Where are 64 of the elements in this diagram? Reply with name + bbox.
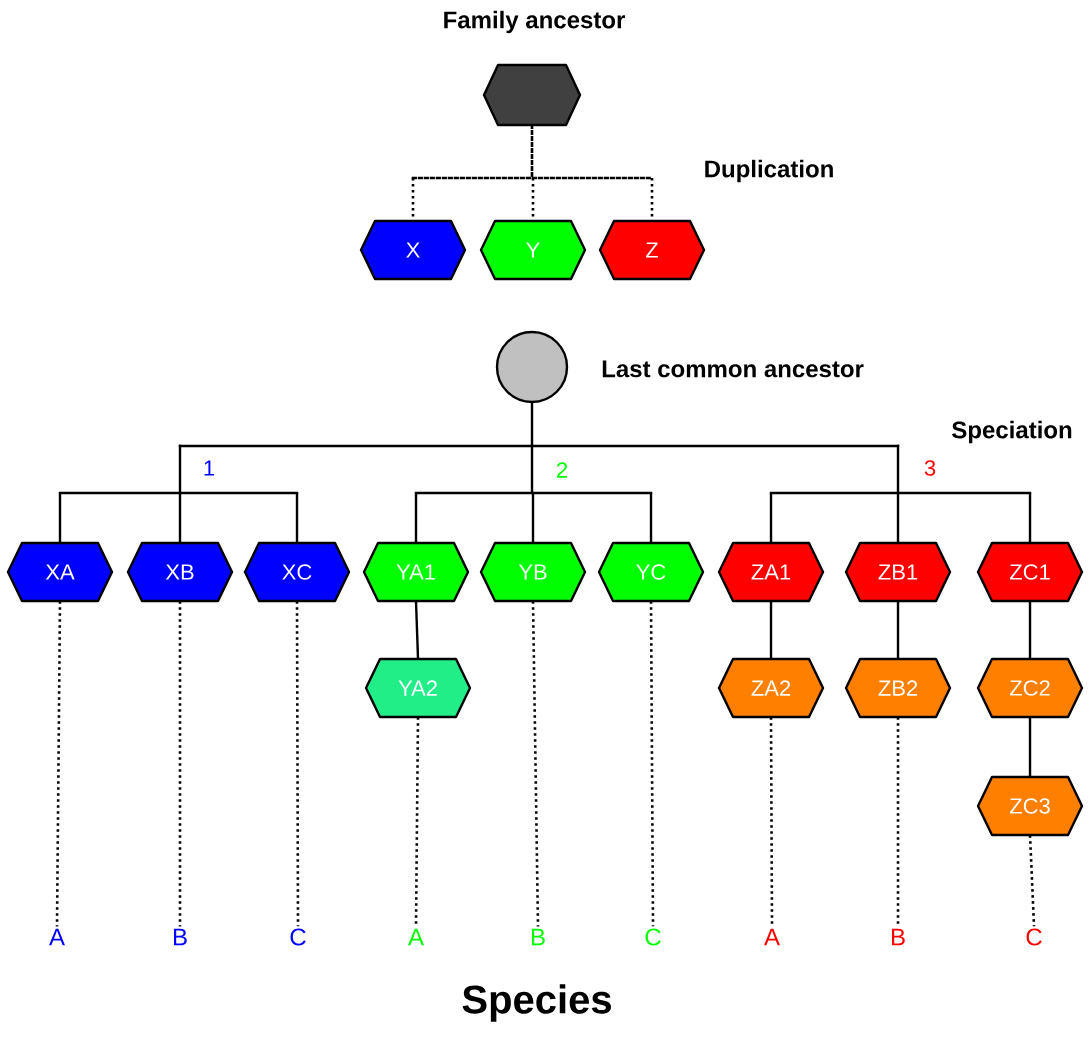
- species-letter: A: [408, 928, 424, 946]
- species-letter: B: [892, 928, 905, 946]
- hexagon-node: YA1: [362, 541, 470, 603]
- hexagon-node: XB: [126, 541, 234, 603]
- connector-line: [769, 493, 773, 543]
- connector-line: [178, 402, 900, 448]
- hexagon-node: ZA1: [717, 541, 825, 603]
- hexagon-node: ZB2: [844, 657, 952, 719]
- hexagon-node: YB: [479, 541, 587, 603]
- hexagon-node: Z: [598, 219, 706, 281]
- connector-line: [55, 601, 62, 927]
- connector-line: [178, 601, 182, 927]
- species-letter: B: [174, 928, 187, 946]
- connector-line: [531, 493, 535, 543]
- connector-line: [896, 601, 900, 659]
- hexagon-node: XA: [6, 541, 114, 603]
- connector-line: [411, 123, 654, 180]
- connector-line: [414, 601, 420, 659]
- species-letter: A: [49, 928, 65, 946]
- axis-title: Species: [462, 984, 611, 1022]
- connector-line: [1028, 835, 1036, 927]
- hexagon-node: X: [359, 219, 467, 281]
- species-letter: A: [764, 928, 780, 946]
- connector-line: [769, 601, 773, 659]
- connector-line: [1028, 601, 1032, 659]
- hexagon-node: YC: [597, 541, 705, 603]
- species-letter: C: [1026, 928, 1042, 946]
- hexagon-node: [482, 63, 582, 127]
- step-number: 3: [924, 460, 936, 476]
- connector-line: [896, 493, 900, 543]
- hexagon-node: ZC2: [976, 657, 1084, 719]
- hexagon-node: ZB1: [844, 541, 952, 603]
- connector-line: [649, 493, 653, 543]
- connector-line: [178, 493, 182, 543]
- connector-line: [58, 493, 62, 543]
- connector-line: [1028, 717, 1032, 777]
- process-label: Speciation: [952, 420, 1072, 444]
- hexagon-node: ZA2: [717, 657, 825, 719]
- circle-node: [495, 330, 569, 404]
- connector-line: [1028, 493, 1032, 543]
- connector-line: [414, 444, 653, 495]
- connector-line: [414, 717, 420, 927]
- connector-line: [295, 493, 299, 543]
- connector-line: [896, 717, 900, 927]
- hexagon-node: XC: [243, 541, 351, 603]
- connector-line: [414, 493, 418, 543]
- hexagon-node: Y: [479, 219, 587, 281]
- connector-line: [295, 601, 300, 927]
- connector-line: [769, 444, 1032, 495]
- species-letter: B: [532, 928, 545, 946]
- heading-text: Last common ancestor: [602, 360, 864, 378]
- species-letter: C: [290, 928, 306, 946]
- hexagon-node: ZC3: [976, 775, 1084, 837]
- connector-line: [58, 444, 299, 495]
- connector-line: [531, 601, 540, 927]
- connector-line: [769, 717, 774, 927]
- step-number: 1: [204, 460, 215, 476]
- species-letter: C: [645, 928, 661, 946]
- connector-line: [649, 601, 655, 927]
- process-label: Duplication: [705, 159, 833, 183]
- hexagon-node: ZC1: [976, 541, 1084, 603]
- heading-text: Family ancestor: [444, 10, 625, 34]
- hexagon-node: YA2: [364, 657, 472, 719]
- step-number: 2: [557, 462, 568, 478]
